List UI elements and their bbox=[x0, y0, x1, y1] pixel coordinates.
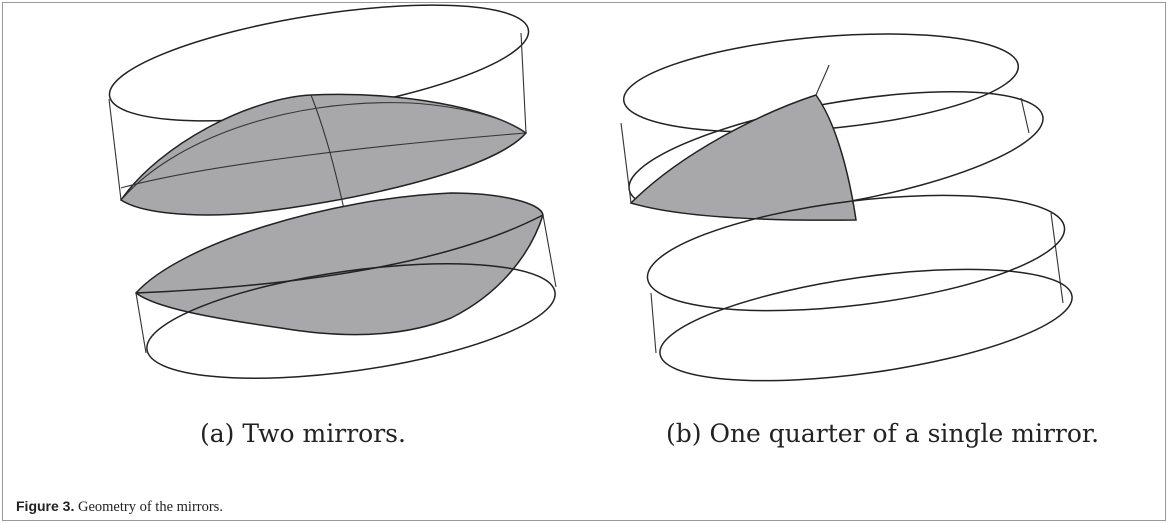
quarter-mirror-surface bbox=[629, 94, 857, 221]
lower-mirror-rim bbox=[135, 214, 544, 294]
bottom-left-side-b bbox=[650, 292, 657, 354]
upper-mirror-meridian bbox=[310, 94, 347, 219]
quarter-mirror-edge bbox=[815, 64, 830, 96]
upper-right-side bbox=[520, 32, 527, 134]
lower-right-side bbox=[542, 214, 557, 288]
upper-mirror-parallel bbox=[120, 132, 527, 189]
subfigure-b-drawing bbox=[611, 3, 1081, 403]
subfigure-a-drawing bbox=[101, 3, 571, 403]
left-side-b bbox=[620, 122, 632, 204]
upper-mirror-arc bbox=[122, 102, 527, 199]
subfigure-a-label: (a) Two mirrors. bbox=[200, 419, 406, 448]
two-mirrors-diagram bbox=[108, 4, 557, 379]
lower-right-side-b bbox=[1050, 212, 1064, 304]
figure-number: Figure 3. bbox=[16, 498, 75, 514]
right-side-b bbox=[1020, 97, 1030, 134]
lower-left-side bbox=[135, 292, 147, 354]
caption-text: Geometry of the mirrors. bbox=[77, 499, 223, 515]
bottom-ellipse-b bbox=[659, 268, 1073, 382]
lower-mirror-surface bbox=[134, 192, 544, 336]
lower-ellipse-b bbox=[646, 194, 1066, 312]
figure-caption: Figure 3. Geometry of the mirrors. bbox=[16, 498, 223, 516]
subfigure-b-label: (b) One quarter of a single mirror. bbox=[666, 419, 1100, 448]
upper-left-side bbox=[108, 98, 122, 201]
bottom-rim-ellipse bbox=[146, 263, 556, 379]
quarter-mirror-diagram bbox=[620, 33, 1073, 382]
